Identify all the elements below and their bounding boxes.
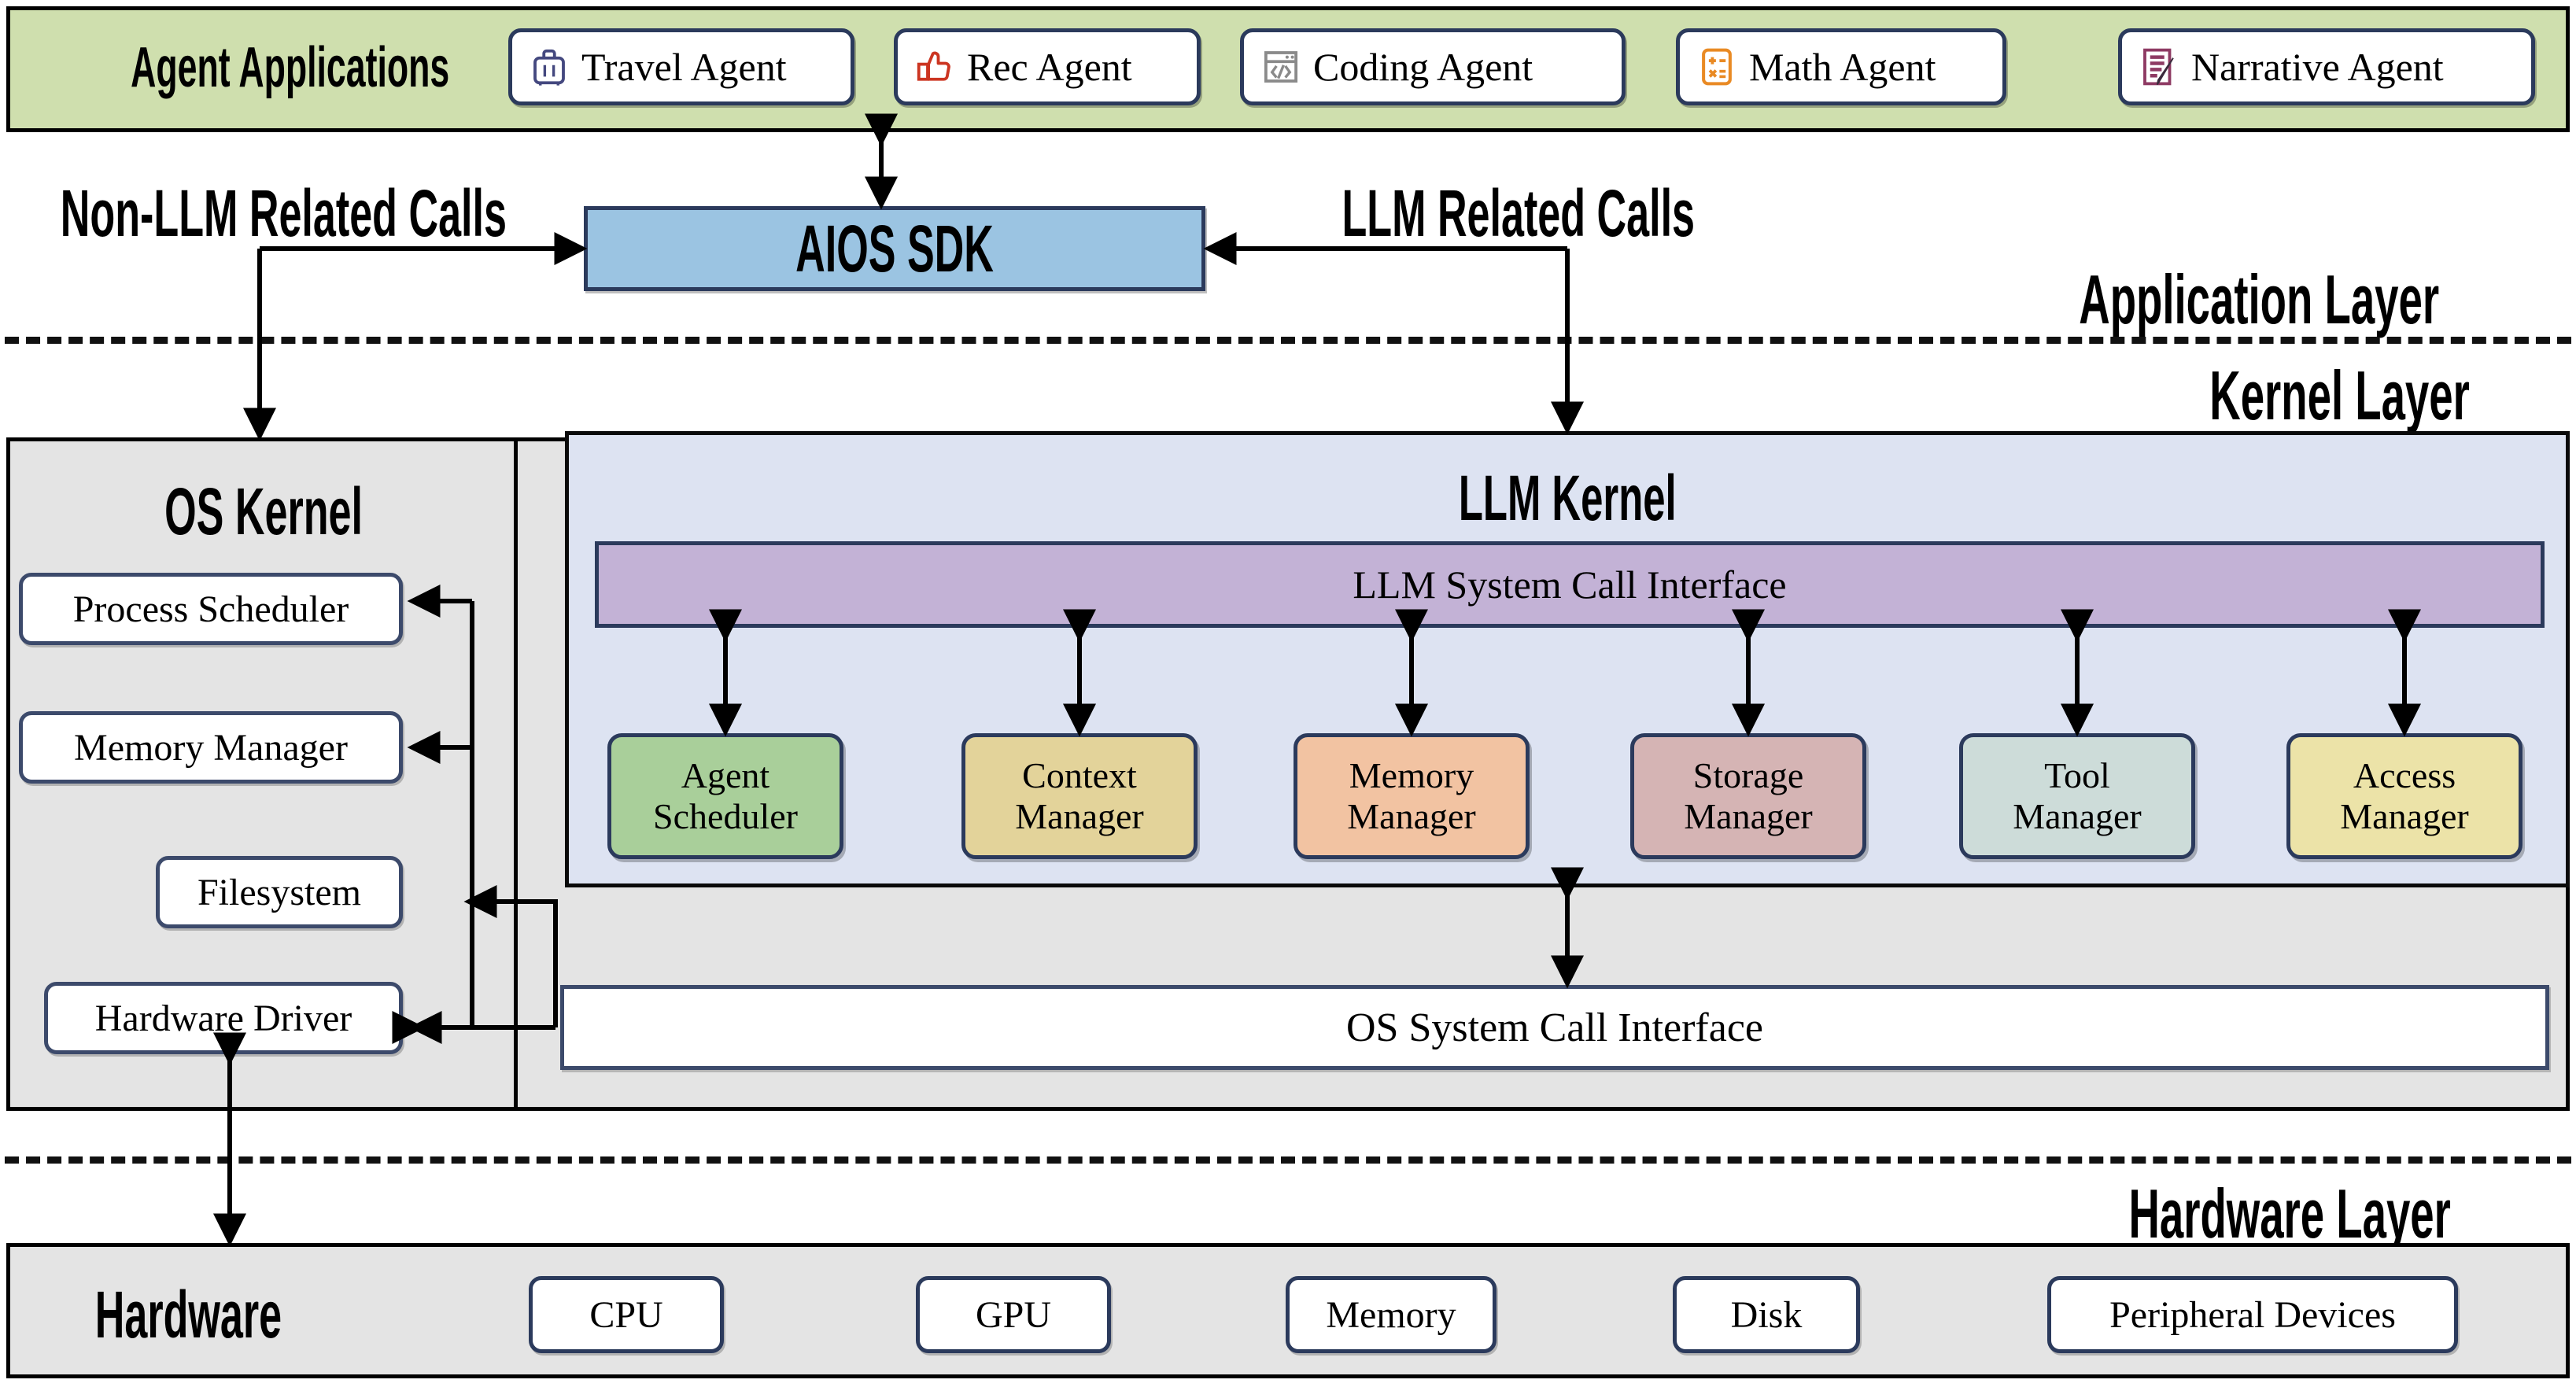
llm-manager-access-manager-line2: Manager xyxy=(2340,796,2469,836)
llm-manager-agent-scheduler-line1: Agent xyxy=(681,755,770,796)
hardware-band-title: Hardware xyxy=(38,1278,447,1352)
llm-manager-agent-scheduler[interactable]: Agent Scheduler xyxy=(607,733,843,859)
agent-chip-label-coding: Coding Agent xyxy=(1313,45,1533,89)
llm-kernel-title: LLM Kernel xyxy=(565,463,2570,534)
llm-manager-tool-manager-line2: Manager xyxy=(2013,796,2142,836)
separator-application-kernel xyxy=(5,337,2571,344)
aios-sdk-label: AIOS SDK xyxy=(795,211,994,286)
hardware-device-disk[interactable]: Disk xyxy=(1673,1276,1860,1353)
agent-chip-label-rec: Rec Agent xyxy=(967,45,1132,89)
llm-manager-tool-manager-line1: Tool xyxy=(2044,755,2110,796)
label-non-llm-related-calls-text: Non-LLM Related Calls xyxy=(60,175,507,250)
layer-label-application-text: Application Layer xyxy=(2078,260,2439,338)
agent-chip-narrative[interactable]: Narrative Agent xyxy=(2118,28,2535,105)
os-component-label-process-scheduler: Process Scheduler xyxy=(72,588,349,630)
llm-manager-storage-manager[interactable]: Storage Manager xyxy=(1630,733,1866,859)
llm-system-call-interface-label: LLM System Call Interface xyxy=(1353,563,1787,607)
os-component-label-memory-manager: Memory Manager xyxy=(74,726,348,769)
os-component-hardware-driver[interactable]: Hardware Driver xyxy=(44,982,403,1054)
label-llm-related-calls: LLM Related Calls xyxy=(1298,176,1739,250)
os-component-memory-manager[interactable]: Memory Manager xyxy=(19,711,403,784)
llm-manager-access-manager[interactable]: Access Manager xyxy=(2286,733,2522,859)
label-non-llm-related-calls: Non-LLM Related Calls xyxy=(8,176,559,250)
agent-chip-coding[interactable]: Coding Agent xyxy=(1240,28,1626,105)
hardware-band-title-text: Hardware xyxy=(94,1277,282,1352)
agent-chip-rec[interactable]: Rec Agent xyxy=(894,28,1201,105)
os-kernel-title-text: OS Kernel xyxy=(164,474,363,548)
os-system-call-interface[interactable]: OS System Call Interface xyxy=(560,985,2549,1070)
llm-system-call-interface[interactable]: LLM System Call Interface xyxy=(595,541,2545,628)
layer-label-hardware-text: Hardware Layer xyxy=(2128,1175,2451,1252)
llm-manager-agent-scheduler-line2: Scheduler xyxy=(653,796,798,836)
os-kernel-title: OS Kernel xyxy=(31,474,496,548)
agent-chip-travel[interactable]: Travel Agent xyxy=(508,28,854,105)
agent-chip-math[interactable]: Math Agent xyxy=(1676,28,2006,105)
llm-manager-memory-manager-line2: Manager xyxy=(1347,796,1476,836)
llm-manager-context-manager[interactable]: Context Manager xyxy=(961,733,1198,859)
hardware-device-label-disk: Disk xyxy=(1730,1293,1803,1336)
layer-label-kernel: Kernel Layer xyxy=(1888,356,2549,434)
aios-sdk-box[interactable]: AIOS SDK xyxy=(584,206,1205,291)
hardware-device-label-cpu: CPU xyxy=(589,1293,663,1336)
llm-manager-storage-manager-line1: Storage xyxy=(1692,755,1804,796)
hardware-device-memory[interactable]: Memory xyxy=(1286,1276,1497,1353)
calculator-icon xyxy=(1702,48,1732,86)
llm-manager-tool-manager[interactable]: Tool Manager xyxy=(1959,733,2195,859)
thumbs-up-icon xyxy=(917,51,950,81)
llm-manager-memory-manager[interactable]: Memory Manager xyxy=(1294,733,1530,859)
os-component-filesystem[interactable]: Filesystem xyxy=(156,856,403,928)
llm-manager-access-manager-line1: Access xyxy=(2353,755,2456,796)
hardware-device-label-gpu: GPU xyxy=(975,1293,1052,1336)
agent-applications-title-text: Agent Applications xyxy=(131,36,450,99)
agent-chip-label-travel: Travel Agent xyxy=(581,45,787,89)
llm-manager-memory-manager-line1: Memory xyxy=(1349,755,1474,796)
label-llm-related-calls-text: LLM Related Calls xyxy=(1342,175,1696,250)
hardware-device-cpu[interactable]: CPU xyxy=(529,1276,724,1353)
document-pen-icon xyxy=(2143,48,2174,86)
layer-label-kernel-text: Kernel Layer xyxy=(2209,356,2470,434)
suitcase-icon xyxy=(533,49,565,86)
llm-manager-storage-manager-line2: Manager xyxy=(1684,796,1813,836)
llm-kernel-title-text: LLM Kernel xyxy=(1458,463,1677,534)
os-component-process-scheduler[interactable]: Process Scheduler xyxy=(19,573,403,645)
os-system-call-interface-label: OS System Call Interface xyxy=(1346,1005,1763,1050)
agent-applications-title: Agent Applications xyxy=(33,31,474,104)
agent-chip-label-math: Math Agent xyxy=(1749,45,1936,89)
agent-chip-label-narrative: Narrative Agent xyxy=(2191,45,2444,89)
hardware-device-peripheral[interactable]: Peripheral Devices xyxy=(2047,1276,2458,1353)
llm-manager-context-manager-line1: Context xyxy=(1022,755,1137,796)
os-component-label-filesystem: Filesystem xyxy=(197,871,361,913)
hardware-device-gpu[interactable]: GPU xyxy=(916,1276,1111,1353)
llm-manager-context-manager-line2: Manager xyxy=(1015,796,1144,836)
code-window-icon xyxy=(1264,51,1298,83)
separator-kernel-hardware xyxy=(5,1156,2571,1164)
os-component-label-hardware-driver: Hardware Driver xyxy=(94,997,352,1039)
hardware-device-label-memory: Memory xyxy=(1326,1293,1456,1336)
hardware-device-label-peripheral: Peripheral Devices xyxy=(2109,1293,2396,1336)
layer-label-application: Application Layer xyxy=(1810,260,2549,338)
layer-label-hardware: Hardware Layer xyxy=(1873,1174,2549,1252)
